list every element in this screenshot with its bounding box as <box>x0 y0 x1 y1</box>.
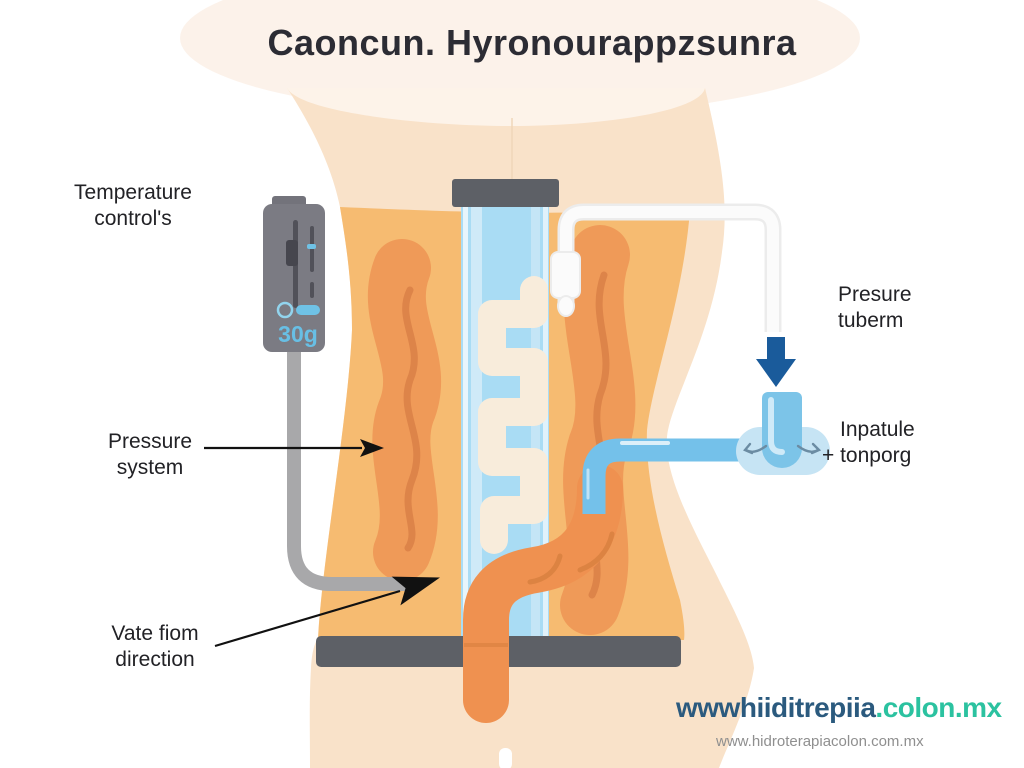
page-title: Caoncun. Hyronourappzsunra <box>267 22 797 63</box>
background-wash <box>180 0 860 116</box>
thigh-gap <box>499 748 512 768</box>
pressure-system-label: Pressure system <box>75 429 225 481</box>
left-intestine <box>367 239 442 581</box>
url-domain: .colon.mx <box>875 692 1002 723</box>
pressure-system-line2: system <box>116 456 184 479</box>
water-flow-pointer-arrow-icon <box>214 576 440 648</box>
tube-connector <box>550 251 581 299</box>
inlet-vertical-tube <box>762 392 802 468</box>
temperature-control-label: Temperature control's <box>58 180 208 232</box>
circulation-arrows-icon <box>743 442 822 455</box>
inlet-label: Inpatule + tonporg <box>822 417 915 469</box>
device-display: 30g <box>278 321 318 347</box>
temperature-control-line1: Temperature <box>74 181 192 204</box>
water-flow-line2: direction <box>115 648 195 671</box>
device-cable <box>287 343 419 591</box>
outflow-tube <box>463 465 623 723</box>
pressure-tube-line2: tuberm <box>838 309 904 332</box>
temperature-control-line2: control's <box>94 207 172 230</box>
chest-highlight <box>287 88 705 126</box>
water-flow-label: Vate fiom direction <box>80 621 230 673</box>
intestine-serpentine-inside-column <box>478 276 548 554</box>
website-url-primary: wwwhiiditrepiia.colon.mx <box>676 692 1002 724</box>
url-name: wwwhiiditrepiia <box>676 692 876 723</box>
pressure-tube-line1: Presure <box>838 283 912 306</box>
slider-thumb <box>286 240 298 266</box>
column-cap <box>452 179 559 207</box>
water-inlet-tube <box>582 438 752 514</box>
pressure-pointer-arrow-icon <box>204 439 384 457</box>
inlet-flow-arrow-icon <box>756 337 796 387</box>
inlet-line1: Inpatule <box>840 418 915 441</box>
supply-tube <box>550 203 782 332</box>
control-device: 30g <box>263 196 325 352</box>
pressure-system-line1: Pressure <box>107 430 193 453</box>
water-flow-line1: Vate fiom <box>111 622 199 645</box>
pressure-tube-label: Presure tuberm <box>838 282 912 334</box>
inlet-line2: + tonporg <box>822 444 912 467</box>
website-url-secondary: www.hidroterapiacolon.com.mx <box>716 733 924 750</box>
gauge-icon <box>276 301 294 319</box>
